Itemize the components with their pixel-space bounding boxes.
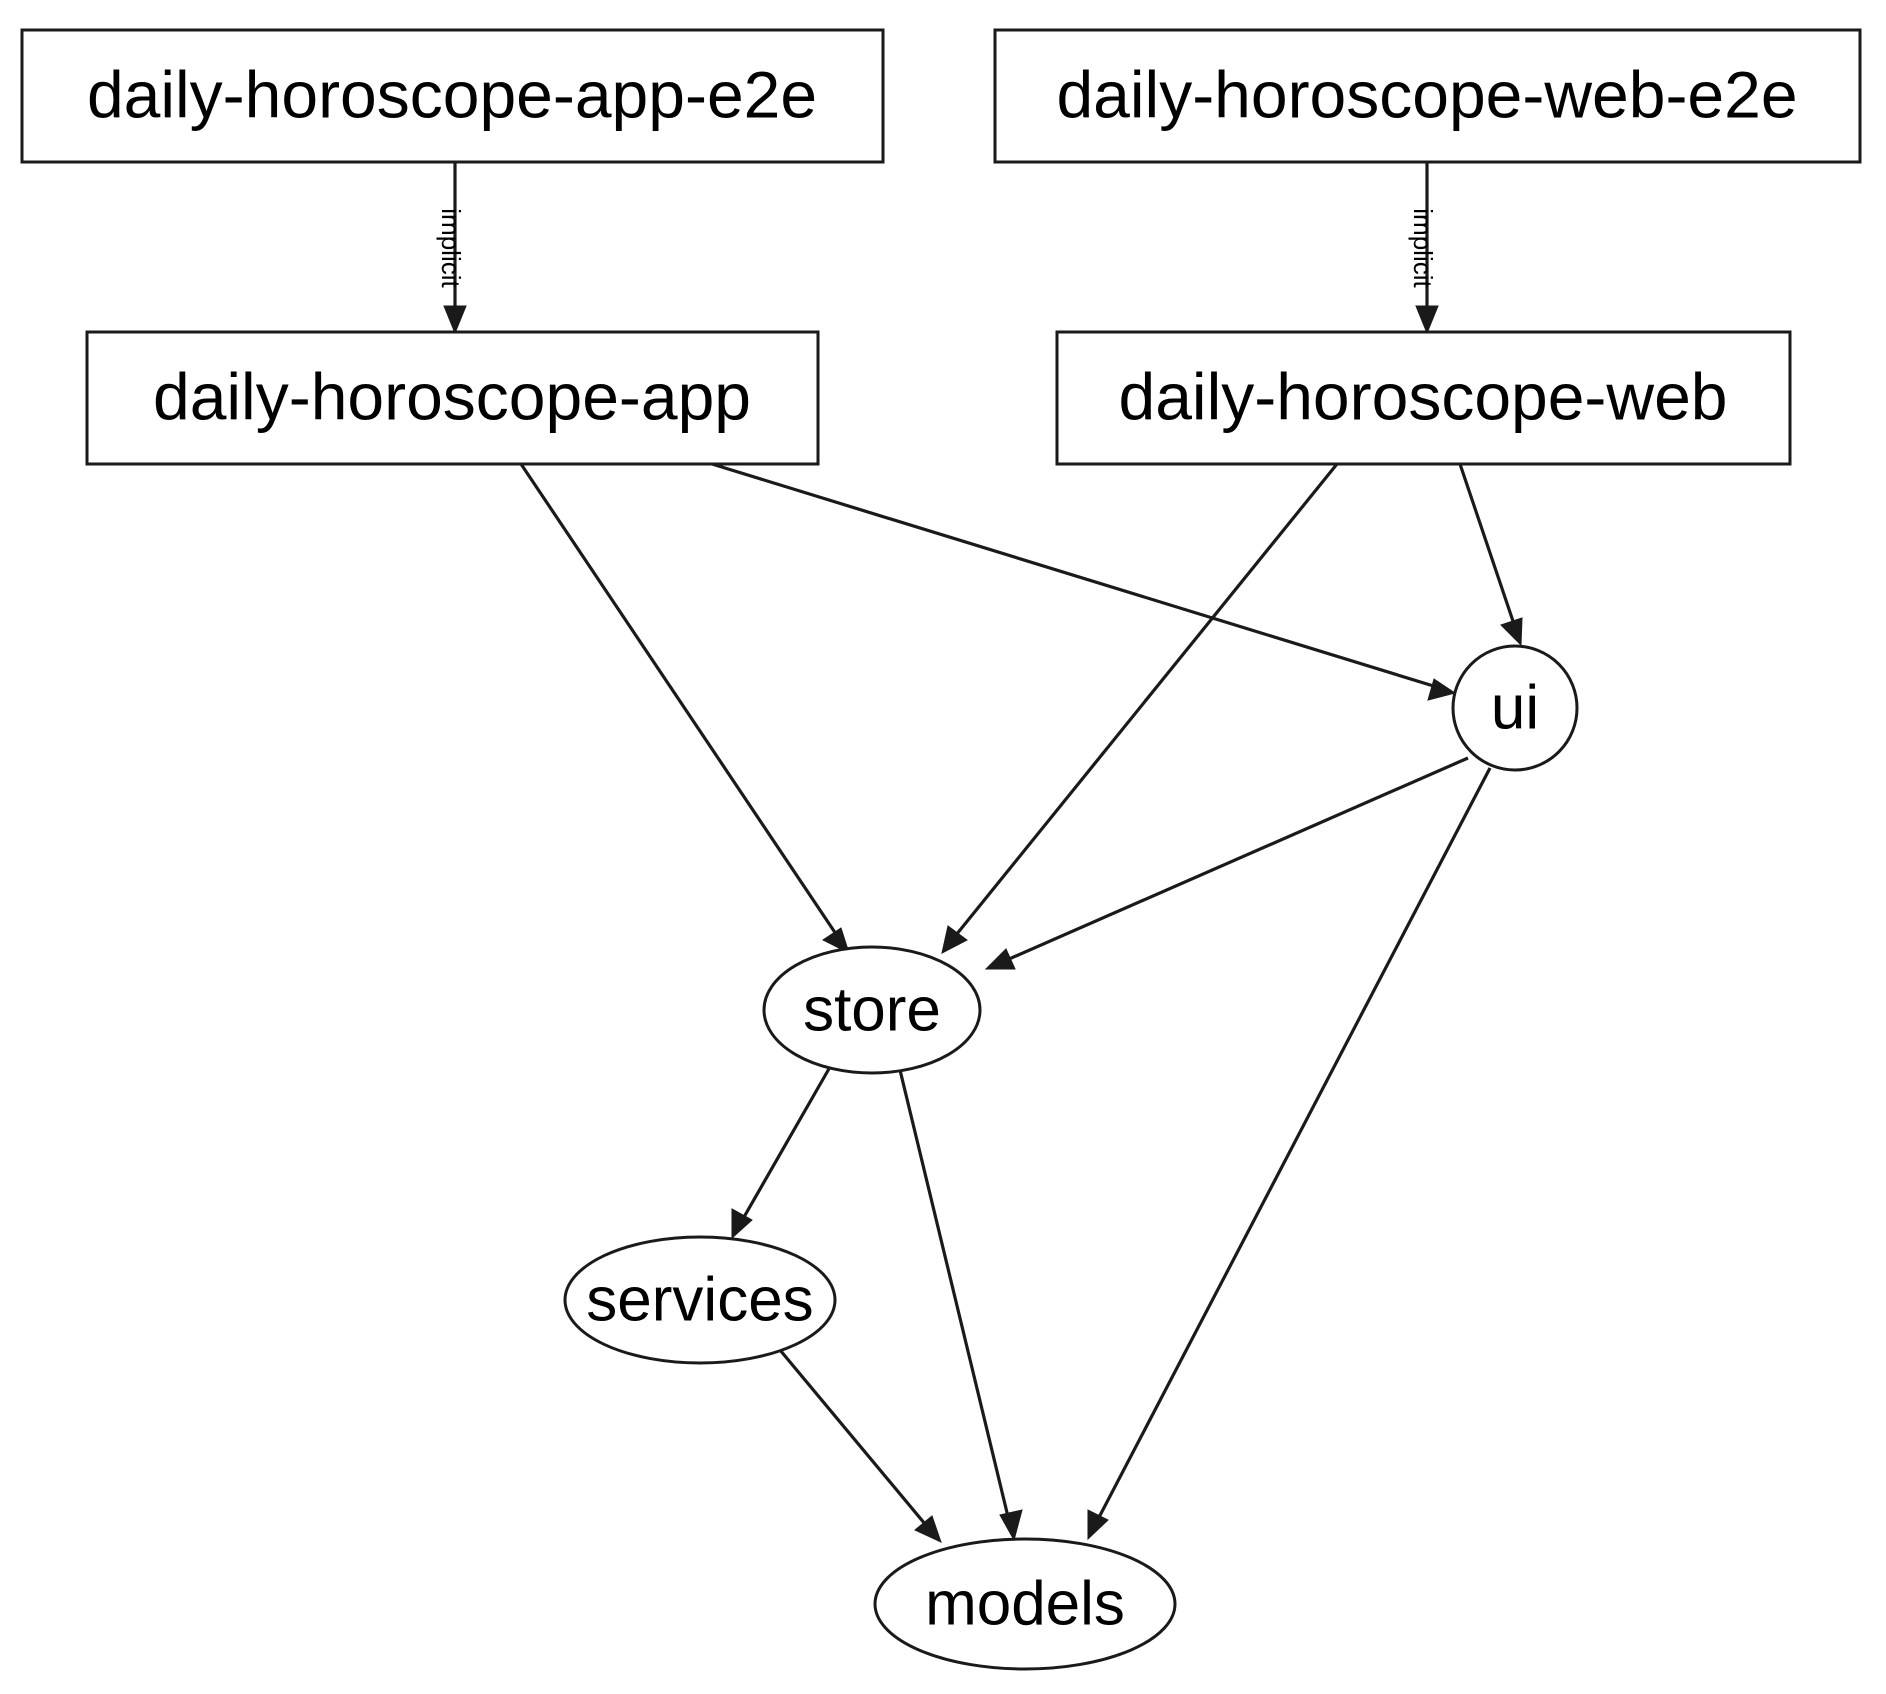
edge-web-to-store[interactable] bbox=[941, 462, 1339, 954]
node-label-web: daily-horoscope-web bbox=[1119, 359, 1728, 433]
nodes-layer: daily-horoscope-app-e2e daily-horoscope-… bbox=[20, 28, 1862, 1671]
node-daily-horoscope-web[interactable]: daily-horoscope-web bbox=[1055, 330, 1792, 466]
edge-label-implicit-app: implicit bbox=[436, 208, 466, 288]
node-rect-web-e2e[interactable] bbox=[993, 28, 1862, 164]
node-ellipse-models[interactable] bbox=[873, 1537, 1177, 1671]
edge-web-e2e-to-web[interactable]: implicit bbox=[1408, 162, 1439, 335]
edge-label-implicit-web: implicit bbox=[1408, 208, 1438, 288]
node-daily-horoscope-web-e2e[interactable]: daily-horoscope-web-e2e bbox=[993, 28, 1862, 164]
node-daily-horoscope-app[interactable]: daily-horoscope-app bbox=[85, 330, 820, 466]
edge-web-to-ui[interactable] bbox=[1458, 463, 1523, 647]
edge-services-to-models[interactable] bbox=[778, 1348, 942, 1543]
edge-app-e2e-to-app[interactable]: implicit bbox=[436, 162, 467, 335]
edge-store-to-services[interactable] bbox=[731, 1066, 832, 1240]
node-label-store: store bbox=[803, 975, 941, 1044]
edge-ui-to-models[interactable] bbox=[1087, 767, 1492, 1541]
edge-app-to-ui[interactable] bbox=[711, 462, 1457, 701]
node-ellipse-store[interactable] bbox=[762, 945, 982, 1075]
node-ui[interactable]: ui bbox=[1451, 644, 1579, 772]
edge-store-to-models[interactable] bbox=[898, 1069, 1023, 1542]
edge-app-to-store[interactable] bbox=[519, 463, 850, 954]
node-label-web-e2e: daily-horoscope-web-e2e bbox=[1056, 57, 1797, 131]
node-services[interactable]: services bbox=[563, 1235, 837, 1365]
node-label-models: models bbox=[925, 1569, 1125, 1638]
node-label-services: services bbox=[586, 1265, 813, 1334]
node-daily-horoscope-app-e2e[interactable]: daily-horoscope-app-e2e bbox=[20, 28, 885, 164]
node-ellipse-services[interactable] bbox=[563, 1235, 837, 1365]
node-label-ui: ui bbox=[1491, 673, 1539, 742]
edges-layer: implicit implicit bbox=[436, 162, 1523, 1543]
node-rect-app[interactable] bbox=[85, 330, 820, 466]
node-store[interactable]: store bbox=[762, 945, 982, 1075]
edge-ui-to-store[interactable] bbox=[984, 756, 1469, 970]
node-ellipse-ui[interactable] bbox=[1451, 644, 1579, 772]
node-rect-web[interactable] bbox=[1055, 330, 1792, 466]
node-label-app-e2e: daily-horoscope-app-e2e bbox=[87, 57, 817, 131]
node-rect-app-e2e[interactable] bbox=[20, 28, 885, 164]
node-models[interactable]: models bbox=[873, 1537, 1177, 1671]
node-label-app: daily-horoscope-app bbox=[153, 359, 751, 433]
